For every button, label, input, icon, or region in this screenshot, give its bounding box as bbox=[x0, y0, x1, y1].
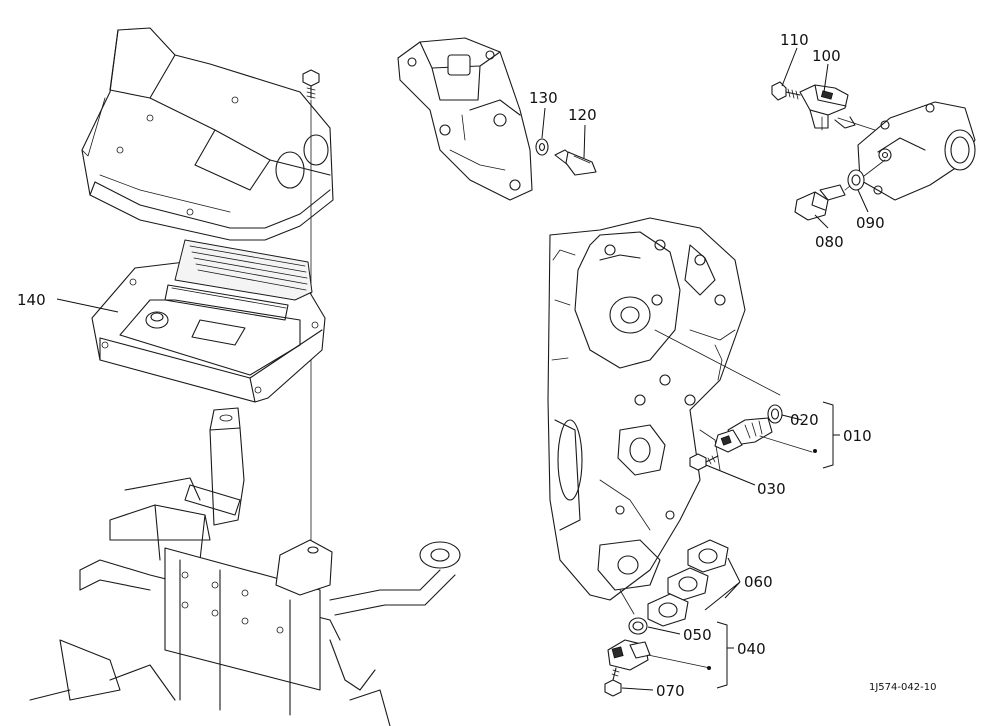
leader-100 bbox=[823, 63, 829, 93]
part-070-bolt bbox=[604, 667, 622, 697]
leader-070 bbox=[621, 687, 654, 691]
label-080: 080 bbox=[815, 233, 844, 251]
ecu-bracket-frame bbox=[29, 407, 461, 726]
label-070: 070 bbox=[656, 682, 685, 700]
label-120: 120 bbox=[568, 106, 597, 124]
water-outlet-flange bbox=[857, 101, 976, 201]
leader-block-010 bbox=[654, 329, 781, 396]
label-040: 040 bbox=[737, 640, 766, 658]
label-010: 010 bbox=[843, 427, 872, 445]
part-100-sensor bbox=[799, 84, 876, 131]
part-130-washer bbox=[535, 107, 549, 156]
part-080-sensor bbox=[794, 184, 851, 221]
label-130: 130 bbox=[529, 89, 558, 107]
label-020: 020 bbox=[790, 411, 819, 429]
part-020-oring bbox=[767, 404, 783, 424]
part-050-oring bbox=[619, 589, 648, 635]
leader-110 bbox=[781, 47, 798, 87]
engine-gear-case bbox=[547, 217, 746, 601]
part-120-temp-sensor bbox=[554, 124, 597, 176]
leader-080 bbox=[814, 214, 829, 229]
leader-050 bbox=[647, 626, 681, 635]
label-050: 050 bbox=[683, 626, 712, 644]
ecu-unit bbox=[91, 239, 326, 403]
label-060: 060 bbox=[744, 573, 773, 591]
part-030-bolt bbox=[689, 453, 719, 471]
bracket-040 bbox=[707, 621, 734, 689]
leader-140 bbox=[56, 298, 119, 313]
leader-090 bbox=[857, 189, 869, 213]
part-090-washer bbox=[847, 159, 886, 191]
ecu-cover bbox=[81, 27, 334, 241]
label-140: 140 bbox=[17, 291, 46, 309]
bracket-010 bbox=[813, 401, 840, 469]
part-040-sensor bbox=[607, 639, 711, 671]
leader-020 bbox=[781, 414, 803, 421]
leader-030 bbox=[705, 464, 756, 486]
thermostat-housing bbox=[397, 37, 533, 201]
part-060-gaskets bbox=[647, 539, 729, 627]
drawing-code: 1J574-042-10 bbox=[869, 682, 936, 693]
part-010-sensor bbox=[714, 417, 813, 453]
label-030: 030 bbox=[757, 480, 786, 498]
label-100: 100 bbox=[812, 47, 841, 65]
leader-060 bbox=[704, 557, 741, 611]
label-090: 090 bbox=[856, 214, 885, 232]
part-110-bolt bbox=[771, 81, 801, 101]
label-110: 110 bbox=[780, 31, 809, 49]
